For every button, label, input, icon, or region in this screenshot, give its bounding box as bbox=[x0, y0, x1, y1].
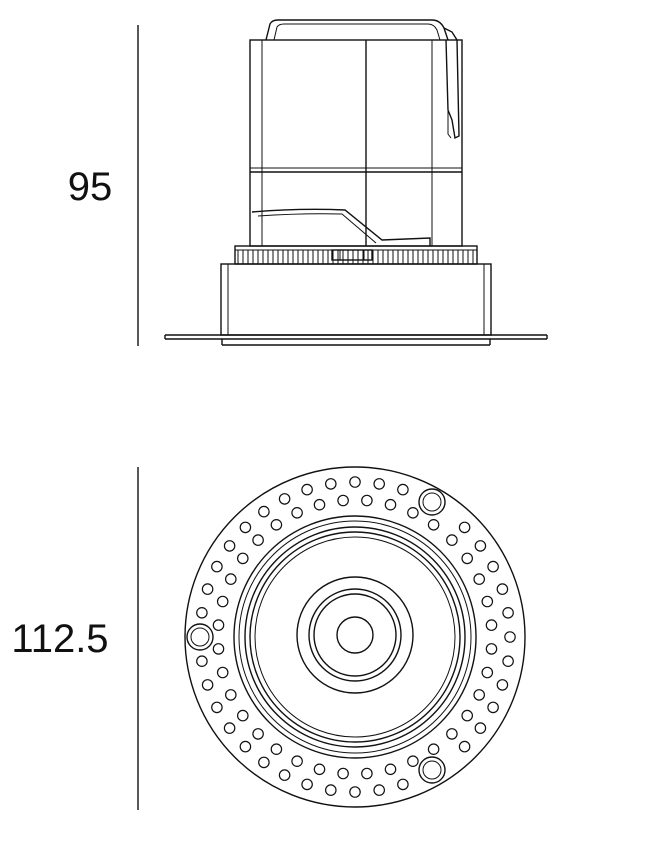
flange-hole bbox=[223, 540, 236, 552]
mounting-screw-1 bbox=[418, 488, 446, 516]
flange-hole bbox=[252, 534, 264, 546]
flange-hole bbox=[458, 521, 471, 534]
flange-hole bbox=[502, 655, 514, 667]
flange-hole bbox=[211, 701, 223, 714]
flange-hole bbox=[446, 728, 458, 740]
flange-hole bbox=[361, 494, 373, 507]
flange-hole bbox=[216, 666, 229, 679]
flange-hole bbox=[216, 595, 229, 608]
flange-hole bbox=[278, 769, 291, 781]
flange-hole bbox=[324, 478, 337, 490]
flange-hole bbox=[407, 506, 419, 519]
flange-hole bbox=[270, 743, 283, 755]
flange-hole bbox=[446, 534, 458, 546]
flange-hole bbox=[239, 740, 252, 753]
flange-hole bbox=[474, 722, 487, 734]
height-dimension-label: 95 bbox=[68, 165, 113, 209]
flange-hole bbox=[301, 778, 313, 791]
mounting-screw-3 bbox=[418, 756, 446, 784]
flange-hole bbox=[258, 756, 270, 769]
gear-ring bbox=[234, 245, 478, 265]
flange-hole bbox=[225, 689, 237, 701]
flange-hole bbox=[270, 518, 283, 531]
flange-hole bbox=[502, 606, 514, 619]
diameter-dimension-label: 112.5 bbox=[11, 617, 108, 661]
flange-hole bbox=[225, 573, 237, 585]
housing-ring bbox=[220, 263, 492, 336]
flange-hole bbox=[496, 679, 509, 691]
flange-hole bbox=[291, 755, 303, 767]
flange-hole bbox=[324, 784, 337, 796]
flange-hole bbox=[487, 560, 499, 573]
flange-hole bbox=[473, 573, 485, 585]
flange-hole bbox=[252, 728, 264, 740]
flange-hole bbox=[196, 606, 208, 619]
flange-hole bbox=[196, 655, 208, 667]
flange-hole bbox=[427, 518, 440, 531]
flange-hole bbox=[397, 483, 409, 496]
flange-hole bbox=[301, 483, 313, 496]
flange-hole bbox=[337, 494, 349, 507]
flange-hole bbox=[291, 506, 303, 519]
flange-hole bbox=[337, 767, 349, 780]
flange-hole bbox=[212, 643, 225, 655]
flange-hole bbox=[373, 784, 385, 796]
side-view: 95 bbox=[68, 19, 548, 346]
flange-hole bbox=[373, 478, 385, 490]
flange-hole bbox=[481, 595, 494, 608]
flange-hole bbox=[349, 786, 361, 798]
flange-hole bbox=[384, 763, 397, 776]
flange-hole bbox=[237, 709, 249, 722]
flange-hole bbox=[384, 498, 397, 511]
flange-hole bbox=[397, 778, 409, 791]
flange-hole bbox=[504, 631, 516, 643]
flange-hole bbox=[485, 643, 498, 655]
hole-pattern bbox=[196, 476, 516, 798]
flange-hole bbox=[258, 505, 270, 518]
inner-rings bbox=[233, 515, 477, 759]
flange-hole bbox=[481, 666, 494, 679]
upper-body bbox=[249, 19, 463, 261]
mounting-screw-2 bbox=[186, 623, 214, 651]
lens bbox=[296, 576, 414, 694]
flange-hole bbox=[407, 755, 419, 767]
flange-hole bbox=[313, 763, 326, 776]
flange-hole bbox=[461, 709, 473, 722]
outer-flange-circle bbox=[184, 466, 526, 808]
top-view: 112.5 bbox=[11, 466, 526, 810]
flange-hole bbox=[485, 619, 498, 631]
flange-hole bbox=[349, 476, 361, 488]
flange-hole bbox=[223, 722, 236, 734]
flange-hole bbox=[487, 701, 499, 714]
flange-hole bbox=[212, 619, 225, 631]
flange-hole bbox=[201, 679, 214, 691]
flange-hole bbox=[496, 583, 509, 595]
flange-hole bbox=[361, 767, 373, 780]
trim-flange bbox=[164, 334, 548, 346]
flange-hole bbox=[201, 583, 214, 595]
flange-hole bbox=[313, 498, 326, 511]
flange-hole bbox=[237, 552, 249, 565]
flange-hole bbox=[239, 521, 252, 534]
flange-hole bbox=[278, 493, 291, 505]
flange-hole bbox=[427, 743, 440, 755]
flange-hole bbox=[474, 540, 487, 552]
flange-hole bbox=[211, 560, 223, 573]
flange-hole bbox=[461, 552, 473, 565]
flange-hole bbox=[473, 689, 485, 701]
flange-hole bbox=[458, 740, 471, 753]
